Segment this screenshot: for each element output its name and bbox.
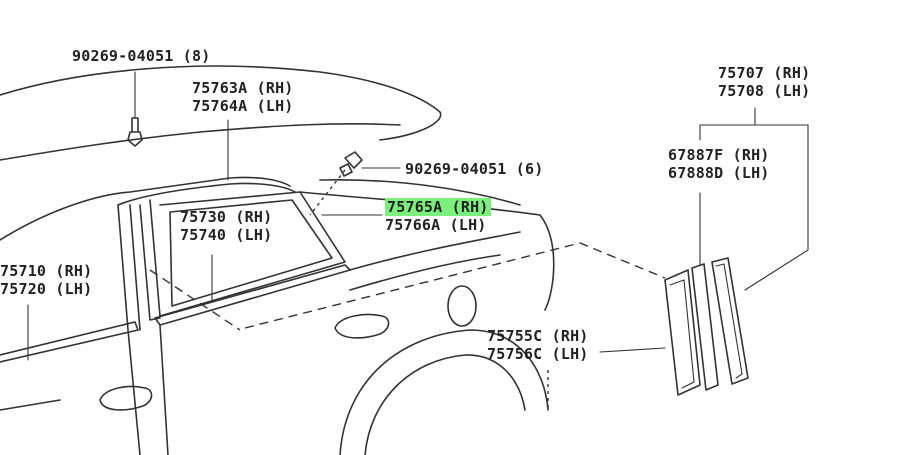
callout-front-door-molding-line2: 75720 (LH) bbox=[0, 280, 93, 298]
rear-door-handle bbox=[334, 313, 390, 339]
roof-inner-line bbox=[0, 123, 401, 161]
belt-molding-rear bbox=[154, 264, 351, 326]
callout-clip-rear-line1: 90269-04051 (6) bbox=[405, 160, 544, 178]
callout-clip-top: 90269-04051 (8) bbox=[72, 47, 210, 65]
fuel-door bbox=[447, 285, 477, 327]
rear-window-frame bbox=[139, 191, 346, 321]
roof-molding-strip-inner bbox=[117, 182, 296, 206]
callout-pillar-garnish: 75707 (RH) 75708 (LH) bbox=[718, 64, 810, 100]
callout-roof-molding-line1: 75763A (RH) bbox=[192, 79, 294, 97]
callout-roof-molding-line2: 75764A (LH) bbox=[192, 97, 294, 115]
front-door-handle bbox=[99, 385, 153, 411]
pillar-part-left bbox=[664, 269, 701, 396]
wheel-arch-inner bbox=[364, 354, 526, 455]
callout-pillar-tape-line1: 67887F (RH) bbox=[668, 146, 770, 164]
callout-pillar-tape-line2: 67888D (LH) bbox=[668, 164, 770, 182]
clip-top-icon bbox=[127, 71, 143, 147]
callout-pillar-garnish-line1: 75707 (RH) bbox=[718, 64, 811, 82]
leader-pillar-sub bbox=[599, 347, 666, 353]
callout-pillar-sub: 75755C (RH) 75756C (LH) bbox=[487, 327, 589, 363]
pillar-part-right bbox=[711, 257, 749, 385]
clip-rear-icon bbox=[339, 151, 363, 177]
pillar-part-middle bbox=[691, 263, 719, 391]
callout-pillar-garnish-line2: 75708 (LH) bbox=[718, 82, 811, 100]
callout-rear-door-molding-line1: 75730 (RH) bbox=[180, 208, 273, 226]
callout-rear-door-molding: 75730 (RH) 75740 (LH) bbox=[180, 208, 272, 244]
assembly-dash-1 bbox=[244, 242, 666, 329]
wheel-arch bbox=[339, 329, 549, 455]
leader-clip-rear-dash bbox=[309, 169, 346, 216]
roof-molding-strip bbox=[0, 176, 291, 241]
callout-quarter-molding-line2: 75766A (LH) bbox=[385, 216, 487, 234]
callout-front-door-molding: 75710 (RH) 75720 (LH) bbox=[0, 262, 92, 298]
callout-quarter-molding: 75765A (RH) 75766A (LH) bbox=[385, 198, 491, 234]
assembly-dash-2 bbox=[149, 269, 241, 331]
quarter-panel-line bbox=[349, 231, 521, 291]
callout-clip-rear: 90269-04051 (6) bbox=[405, 160, 543, 178]
door-lower-edge bbox=[0, 324, 169, 455]
callout-rear-door-molding-line2: 75740 (LH) bbox=[180, 226, 273, 244]
callout-quarter-molding-line1: 75765A (RH) bbox=[385, 198, 491, 216]
body-side-line bbox=[299, 191, 555, 311]
callout-front-door-molding-line1: 75710 (RH) bbox=[0, 262, 93, 280]
bracket-75707 bbox=[699, 107, 809, 291]
b-pillar bbox=[117, 204, 141, 455]
callout-roof-molding: 75763A (RH) 75764A (LH) bbox=[192, 79, 294, 115]
trunk-line bbox=[319, 178, 521, 206]
callout-pillar-sub-line1: 75755C (RH) bbox=[487, 327, 589, 345]
callout-clip-top-line1: 90269-04051 (8) bbox=[72, 47, 211, 65]
roof-outline bbox=[0, 65, 442, 141]
callout-pillar-tape: 67887F (RH) 67888D (LH) bbox=[668, 146, 770, 182]
rear-window-inner bbox=[169, 199, 333, 307]
callout-pillar-sub-line2: 75756C (LH) bbox=[487, 345, 589, 363]
belt-molding-front bbox=[0, 321, 139, 363]
